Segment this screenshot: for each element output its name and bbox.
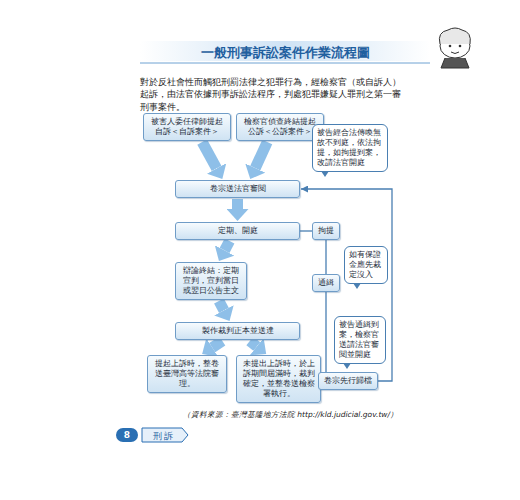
flow-line (325, 240, 326, 274)
node-text: 辯論終結：定期宣判，宣判當日或翌日公告主文 (180, 266, 242, 296)
flow-arrow (202, 142, 216, 168)
section-name: 刑 訴 (146, 430, 180, 443)
node-text: 卷宗先行歸檔 (323, 376, 373, 386)
section-tab (142, 428, 188, 442)
node-text: 如有保證金應先裁定沒入 (349, 250, 383, 280)
flow-line (325, 292, 326, 372)
process-box: 提起上訴時，整卷送臺灣高等法院審理。 (147, 355, 227, 393)
source-caption: （資料來源：臺灣基隆地方法院 http://kld.judicial.gov.t… (180, 410, 398, 420)
node-text: 通緝 (317, 278, 335, 288)
note-callout: 被告通緝到案，檢察官送請法官審閱並開庭 (334, 316, 386, 364)
node-text: 拘提 (317, 226, 335, 236)
flow-arrow (212, 341, 222, 348)
process-box: 辯論終結：定期宣判，宣判當日或翌日公告主文 (175, 262, 247, 300)
intro-paragraph: 對於反社會性而觸犯刑罰法律之犯罪行為，經檢察官（或自訴人）起訴，由法官依據刑事訴… (140, 76, 402, 113)
process-box: 卷宗先行歸檔 (318, 372, 378, 390)
process-box: 製作裁判正本並送達 (175, 322, 300, 340)
diagram-title: 一般刑事訴訟案件作業流程圖 (150, 44, 420, 62)
node-text: 被害人委任律師提起 自訴＜自訴案件＞ (148, 117, 226, 137)
flow-arrow (250, 341, 257, 347)
page-number: 8 (116, 430, 138, 440)
node-text: 被告通緝到案，檢察官送請法官審閱並開庭 (339, 320, 381, 360)
node-text: 檢察官偵查終結提起 公訴＜公訴案件＞ (241, 117, 319, 137)
process-box: 未提出上訴時，於上訴期間屆滿時，裁判確定，並整卷送檢察署執行。 (236, 355, 321, 403)
note-callout: 如有保證金應先裁定沒入 (344, 246, 388, 284)
page-pill (116, 428, 138, 442)
flow-line (300, 230, 312, 231)
flow-arrow (232, 199, 243, 209)
flow-arrow (225, 241, 230, 250)
note-callout: 被告經合法傳喚無故不到庭，依法拘提，如拘提到案，改請法官開庭 (312, 124, 388, 172)
process-box: 定期、開庭 (175, 222, 300, 240)
node-text: 製作裁判正本並送達 (180, 326, 295, 336)
judge-cartoon (439, 28, 470, 68)
process-box: 卷宗送法官審閱 (175, 180, 300, 198)
node-text: 未提出上訴時，於上訴期間屆滿時，裁判確定，並整卷送檢察署執行。 (241, 359, 316, 399)
flow-arrow (255, 142, 267, 168)
process-box: 檢察官偵查終結提起 公訴＜公訴案件＞ (236, 113, 324, 141)
node-text: 定期、開庭 (180, 226, 295, 236)
node-text: 被告經合法傳喚無故不到庭，依法拘提，如拘提到案，改請法官開庭 (317, 128, 383, 168)
process-box: 被害人委任律師提起 自訴＜自訴案件＞ (143, 113, 231, 141)
process-box: 拘提 (312, 222, 340, 240)
title-rule (140, 63, 430, 64)
node-text: 卷宗送法官審閱 (180, 184, 295, 194)
process-box: 通緝 (312, 274, 340, 292)
node-text: 提起上訴時，整卷送臺灣高等法院審理。 (152, 359, 222, 389)
flow-line (301, 189, 392, 381)
flow-arrow (219, 301, 224, 310)
title-band (140, 41, 430, 61)
